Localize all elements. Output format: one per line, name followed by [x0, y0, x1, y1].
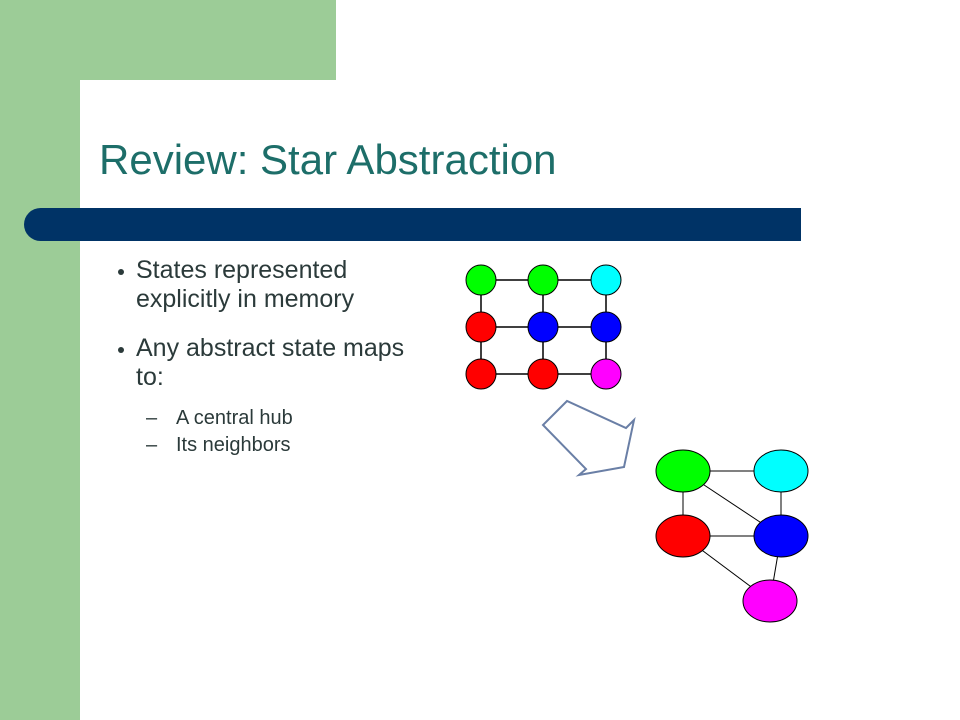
- sub-bullet-text: A central hub: [176, 407, 293, 429]
- title-underline-bar: [24, 208, 801, 241]
- sidebar-green-bar: [0, 0, 80, 720]
- grid-nodes: [465, 264, 622, 390]
- sub-bullet-list: – A central hub – Its neighbors: [118, 406, 428, 457]
- bullet-item: Any abstract state maps to:: [118, 334, 428, 392]
- bullet-dot-icon: [118, 347, 124, 353]
- sub-bullet-item: – A central hub: [118, 406, 428, 430]
- abstract-node-cyan: [753, 449, 809, 493]
- grid-node-green: [465, 264, 497, 296]
- dash-marker: –: [146, 407, 158, 429]
- slide-title: Review: Star Abstraction: [99, 136, 557, 183]
- bullet-list: States represented explicitly in memory …: [118, 256, 428, 457]
- grid-node-cyan: [590, 264, 622, 296]
- corner-curve: [80, 80, 210, 210]
- abstract-nodes: [655, 449, 809, 623]
- grid-node-blue: [590, 311, 622, 343]
- abstract-node-blue: [753, 514, 809, 558]
- top-green-band: [80, 0, 336, 80]
- dash-marker: –: [146, 434, 158, 456]
- abstract-node-magenta: [742, 579, 798, 623]
- bullet-text: States represented explicitly in memory: [136, 256, 355, 313]
- abstract-node-green: [655, 449, 711, 493]
- grid-node-magenta: [590, 358, 622, 390]
- grid-node-red: [465, 358, 497, 390]
- bullet-text: Any abstract state maps to:: [136, 334, 405, 391]
- bullet-dot-icon: [118, 269, 124, 275]
- bullet-item: States represented explicitly in memory: [118, 256, 428, 314]
- transform-arrow-icon: [541, 399, 636, 477]
- sub-bullet-text: Its neighbors: [176, 434, 291, 456]
- grid-node-green: [527, 264, 559, 296]
- grid-node-red: [465, 311, 497, 343]
- abstract-node-red: [655, 514, 711, 558]
- grid-node-blue: [527, 311, 559, 343]
- grid-node-red: [527, 358, 559, 390]
- sub-bullet-item: – Its neighbors: [118, 433, 428, 457]
